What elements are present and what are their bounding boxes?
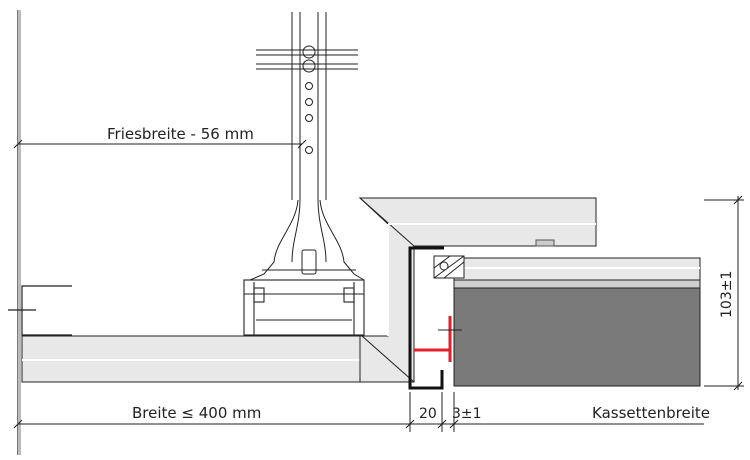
label-height: 103±1	[719, 271, 735, 318]
dimension-friesbreite	[13, 139, 307, 149]
carrier-profile	[243, 279, 365, 336]
wall	[17, 10, 21, 455]
seal-block	[433, 255, 465, 279]
label-friesbreite: Friesbreite - 56 mm	[107, 125, 254, 143]
dimension-breite	[13, 392, 704, 432]
frieze-panel	[21, 335, 411, 383]
label-gap-20: 20	[419, 406, 437, 422]
cassette-panel	[453, 257, 701, 387]
suspension-hanger	[249, 12, 365, 281]
steel-profile	[408, 246, 444, 390]
dimension-height	[704, 195, 744, 391]
wall-angle-profile	[8, 285, 72, 336]
label-breite: Breite ≤ 400 mm	[132, 404, 261, 422]
red-clip	[414, 316, 452, 362]
label-gap-3: 3±1	[452, 406, 482, 422]
label-kassettenbreite: Kassettenbreite	[592, 404, 710, 422]
mitred-corner-panel	[358, 197, 597, 383]
